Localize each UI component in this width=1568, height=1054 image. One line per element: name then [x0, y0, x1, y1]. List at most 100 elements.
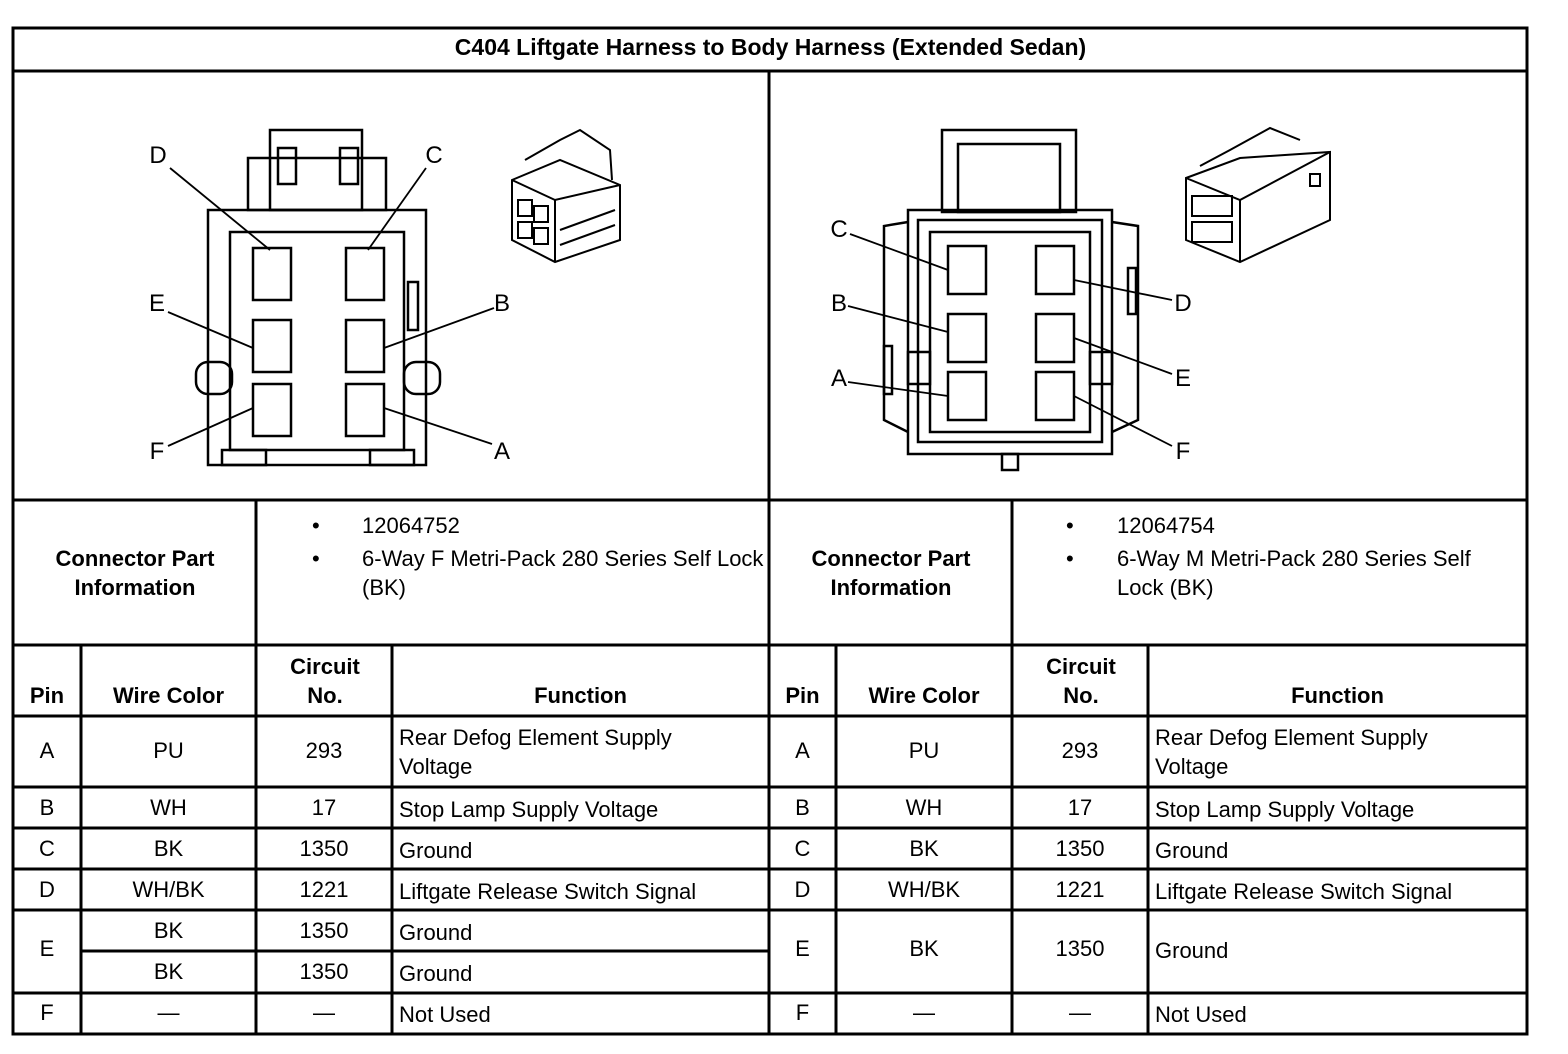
table-cell: Ground	[399, 920, 473, 945]
table-cell: BK	[153, 959, 184, 984]
table-cell: A	[795, 738, 810, 763]
left-header-pin: Pin	[29, 683, 65, 708]
table-cell: D	[39, 877, 55, 902]
table-cell: 1221	[299, 877, 349, 902]
left-cavity-F	[251, 382, 293, 438]
left-bullet-2: •	[312, 546, 320, 571]
left-part-number: 12064752	[362, 513, 460, 538]
table-cell: F	[40, 1000, 54, 1025]
table-cell: WH/BK	[887, 877, 961, 902]
table-cell: WH/BK	[132, 877, 205, 902]
right-pin-label-F: F	[1175, 438, 1191, 465]
table-cell: Not Used	[399, 1002, 491, 1027]
table-cell: Stop Lamp Supply Voltage	[399, 797, 659, 822]
right-part-number: 12064754	[1117, 513, 1215, 538]
left-cavity-B	[344, 318, 386, 374]
left-cavity-E	[251, 318, 293, 374]
right-pin-label-A: A	[830, 365, 847, 392]
table-cell: Liftgate Release Switch Signal	[1155, 879, 1453, 904]
table-cell: 1221	[1055, 877, 1105, 902]
left-cavity-C	[344, 246, 386, 302]
right-pin-label-C: C	[830, 216, 848, 243]
right-leader-lines	[847, 233, 1173, 447]
table-cell: BK	[153, 836, 184, 861]
table-cell: E	[39, 936, 55, 961]
table-cell: —	[157, 1000, 180, 1025]
table-cell: D	[794, 877, 811, 902]
table-cell: Rear Defog Element Supply Voltage	[1155, 725, 1428, 779]
right-cavity-A	[946, 370, 988, 422]
left-part-description: 6-Way F Metri-Pack 280 Series Self Lock …	[362, 546, 764, 600]
right-header-function: Function	[1291, 683, 1384, 708]
right-pin-label-E: E	[1174, 365, 1191, 392]
left-pin-label-A: A	[493, 438, 510, 465]
table-cell: E	[795, 936, 810, 961]
table-cell: C	[794, 836, 811, 861]
table-cell: BK	[153, 918, 184, 943]
left-iso-sketch	[511, 128, 621, 264]
table-cell: B	[39, 795, 55, 820]
table-cell: Ground	[1155, 838, 1229, 863]
right-pin-label-B: B	[830, 290, 847, 317]
table-cell: Ground	[399, 838, 473, 863]
table-cell: 1350	[1055, 936, 1105, 961]
right-part-info-label: Connector Part Information	[811, 546, 971, 600]
table-cell: Rear Defog Element Supply Voltage	[399, 725, 672, 779]
right-pin-label-D: D	[1174, 290, 1192, 317]
right-cavity-F	[1034, 370, 1076, 422]
right-cavity-D	[1034, 244, 1076, 296]
left-pin-label-B: B	[493, 290, 510, 317]
table-cell: Liftgate Release Switch Signal	[399, 879, 697, 904]
table-cell: —	[1069, 1000, 1091, 1025]
right-cavity-B	[946, 312, 988, 364]
table-cell: BK	[909, 836, 939, 861]
table-cell: 1350	[299, 836, 349, 861]
table-cell: F	[795, 1000, 810, 1025]
table-cell: WH	[905, 795, 943, 820]
right-part-description: 6-Way M Metri-Pack 280 Series Self Lock …	[1117, 546, 1471, 600]
table-cell: PU	[153, 738, 184, 763]
left-header-function: Function	[534, 683, 627, 708]
right-header-circuit: Circuit No.	[1046, 654, 1116, 708]
page-title: C404 Liftgate Harness to Body Harness (E…	[454, 34, 1087, 60]
table-cell: Stop Lamp Supply Voltage	[1155, 797, 1415, 822]
left-pin-label-D: D	[149, 142, 167, 169]
table-cell: WH	[150, 795, 187, 820]
table-cell: Ground	[1155, 938, 1229, 963]
right-cavity-C	[946, 244, 988, 296]
table-cell: Not Used	[1155, 1002, 1247, 1027]
left-part-info-label: Connector Part Information	[55, 546, 215, 600]
left-pin-label-C: C	[425, 142, 443, 169]
left-cavity-D	[251, 246, 293, 302]
table-cell: —	[913, 1000, 935, 1025]
left-pin-label-F: F	[149, 438, 165, 465]
table-cell: BK	[909, 936, 939, 961]
right-header-wire-color: Wire Color	[868, 683, 980, 708]
left-header-wire-color: Wire Color	[112, 683, 225, 708]
table-cell: 1350	[299, 918, 349, 943]
table-cell: PU	[908, 738, 940, 763]
table-cell: —	[313, 1000, 335, 1025]
left-cavity-A	[344, 382, 386, 438]
table-cell: C	[39, 836, 55, 861]
table-cell: 293	[1061, 738, 1099, 763]
table-cell: 1350	[1055, 836, 1105, 861]
table-cell: 17	[1067, 795, 1093, 820]
left-bullet-1: •	[312, 513, 320, 538]
right-header-pin: Pin	[785, 683, 820, 708]
left-header-circuit: Circuit No.	[290, 654, 360, 708]
left-leader-lines	[167, 167, 495, 447]
left-pin-label-E: E	[148, 290, 165, 317]
table-cell: Ground	[399, 961, 473, 986]
table-cell: 17	[311, 795, 337, 820]
table-cell: 1350	[299, 959, 349, 984]
table-cell: A	[39, 738, 55, 763]
right-bullet-2: •	[1066, 546, 1074, 571]
right-connector-face	[882, 128, 1140, 472]
right-cavity-E	[1034, 312, 1076, 364]
table-cell: B	[795, 795, 810, 820]
right-iso-sketch	[1185, 126, 1331, 264]
table-cell: 293	[305, 738, 343, 763]
right-bullet-1: •	[1066, 513, 1074, 538]
